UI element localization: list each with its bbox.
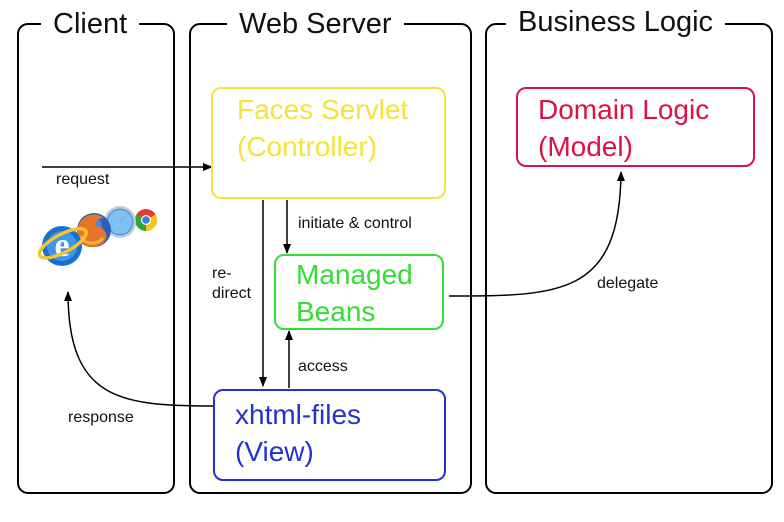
business-logic-title: Business Logic: [506, 2, 726, 42]
response-label: response: [68, 409, 134, 426]
delegate-arrow: [448, 171, 625, 297]
internet-explorer-icon: e: [38, 226, 88, 266]
chrome-icon: [135, 209, 157, 231]
beans-label: Beans: [296, 296, 376, 327]
model-label: (Model): [538, 131, 633, 162]
safari-icon: [104, 206, 136, 238]
client-title: Client: [41, 4, 140, 44]
xhtml-files-label: xhtml-files: [235, 399, 362, 430]
delegate-label: delegate: [597, 275, 659, 292]
initiate-control-label: initiate & control: [298, 215, 412, 232]
controller-label: (Controller): [237, 131, 378, 162]
redirect-label-1: re-: [212, 265, 232, 282]
access-label: access: [298, 358, 348, 375]
xhtml-files-node[interactable]: xhtml-files (View): [213, 389, 446, 481]
domain-logic-label: Domain Logic: [538, 94, 710, 125]
faces-servlet-node[interactable]: Faces Servlet (Controller): [211, 87, 446, 199]
managed-label: Managed: [296, 259, 413, 290]
faces-servlet-label: Faces Servlet: [237, 94, 409, 125]
domain-logic-node[interactable]: Domain Logic (Model): [516, 87, 755, 167]
view-label: (View): [235, 436, 314, 467]
web-server-title: Web Server: [227, 4, 404, 44]
managed-beans-node[interactable]: Managed Beans: [274, 254, 444, 330]
browser-icons: e: [38, 206, 157, 266]
response-arrow: [64, 291, 215, 407]
request-label: request: [56, 171, 110, 188]
redirect-label-2: direct: [212, 285, 252, 302]
